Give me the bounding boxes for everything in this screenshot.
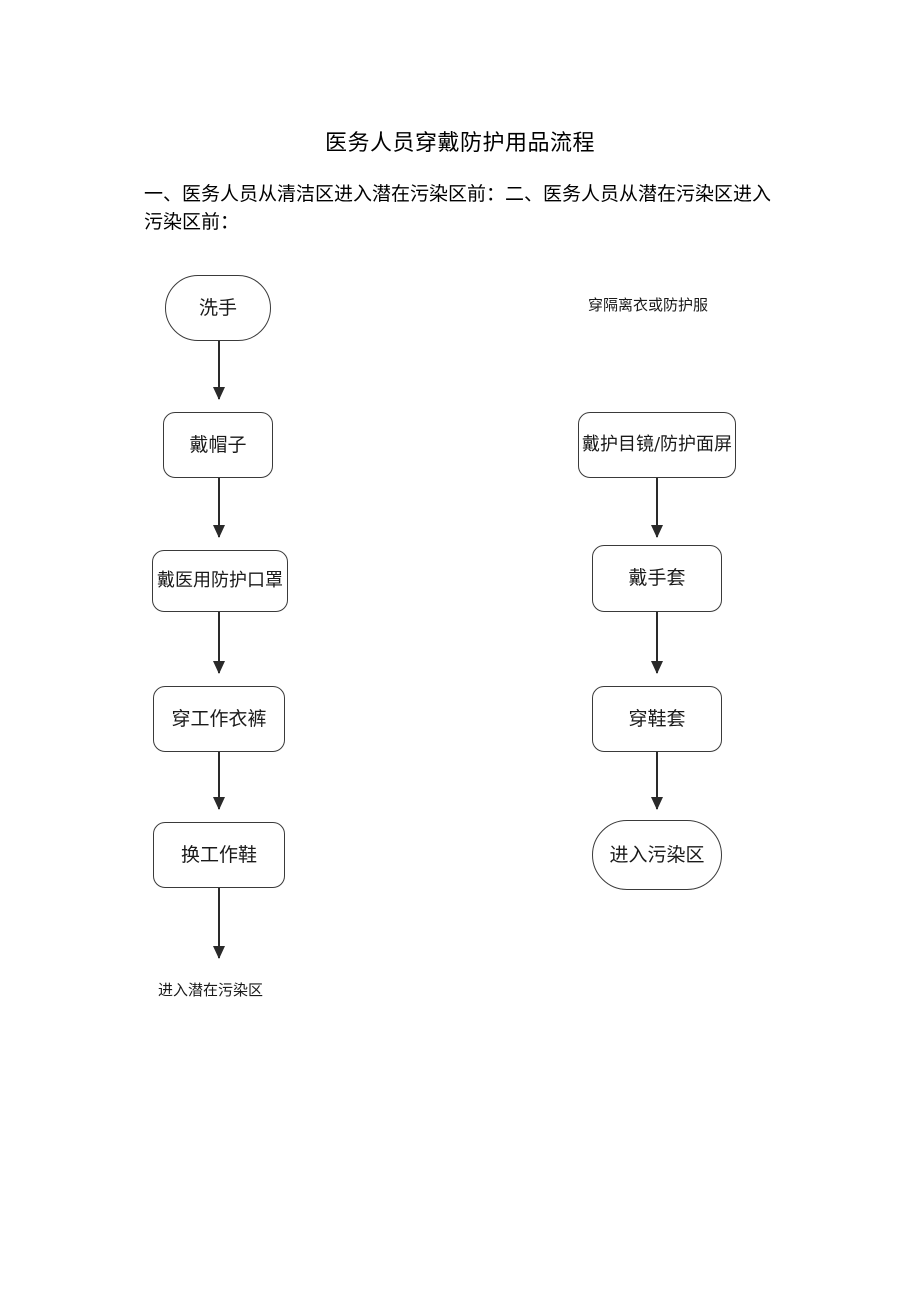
flow-node-wear-shoe-cover[interactable]: 穿鞋套 — [592, 686, 722, 752]
page-title: 医务人员穿戴防护用品流程 — [324, 131, 595, 156]
flow-node-change-shoes[interactable]: 换工作鞋 — [153, 822, 285, 888]
intro-paragraph: 一、医务人员从清洁区进入潜在污染区前：二、医务人员从潜在污染区进入污染区前： — [144, 183, 772, 233]
arrow-wear-mask-to-wear-work-cloth — [218, 612, 220, 673]
flow-end-label-potential-contaminated-area: 进入潜在污染区 — [158, 981, 264, 999]
flow-label-wear-isolation-gown: 穿隔离衣或防护服 — [588, 296, 709, 314]
arrow-wear-shoe-cover-to-enter-contaminated-area — [656, 752, 658, 809]
arrow-wear-cap-to-wear-mask — [218, 478, 220, 537]
arrow-wear-goggles-to-wear-gloves — [656, 478, 658, 537]
flow-node-wear-gloves[interactable]: 戴手套 — [592, 545, 722, 612]
arrow-wash-hands-to-wear-cap — [218, 341, 220, 399]
flow-node-wash-hands[interactable]: 洗手 — [165, 275, 271, 341]
flow-node-enter-contaminated-area[interactable]: 进入污染区 — [592, 820, 722, 890]
flow-node-wear-work-cloth[interactable]: 穿工作衣裤 — [153, 686, 285, 752]
flow-node-wear-cap[interactable]: 戴帽子 — [163, 412, 273, 478]
flow-node-wear-mask[interactable]: 戴医用防护口罩 — [152, 550, 288, 612]
arrow-wear-work-cloth-to-change-shoes — [218, 752, 220, 809]
flow-node-wear-goggles[interactable]: 戴护目镜/防护面屏 — [578, 412, 736, 478]
arrow-wear-gloves-to-wear-shoe-cover — [656, 612, 658, 673]
arrow-change-shoes-to-end-label — [218, 888, 220, 958]
